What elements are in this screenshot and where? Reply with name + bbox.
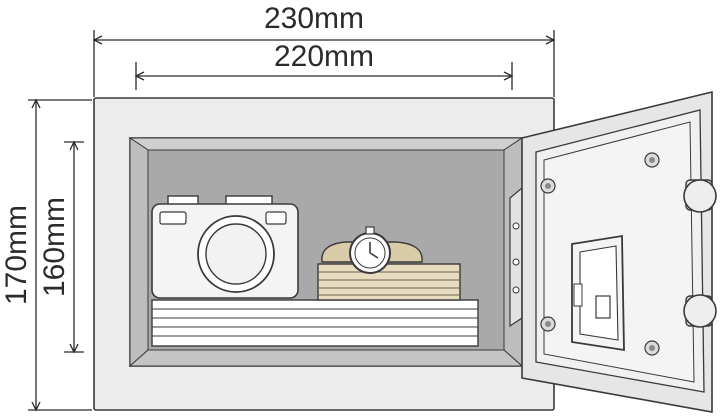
outer-height-label: 170mm bbox=[0, 205, 33, 305]
dimension-inner-width bbox=[134, 62, 514, 90]
outer-width-label: 230mm bbox=[264, 2, 364, 35]
camera-icon bbox=[151, 195, 299, 299]
door-screws bbox=[540, 152, 660, 356]
dimension-inner-height bbox=[64, 140, 84, 354]
inner-width-label: 220mm bbox=[274, 40, 374, 73]
lock-mechanism bbox=[571, 234, 625, 352]
locking-bolts bbox=[683, 179, 717, 328]
watch-icon bbox=[321, 226, 423, 274]
banknote-stack bbox=[317, 263, 461, 301]
dimension-outer-height bbox=[28, 98, 92, 412]
document-stack bbox=[151, 299, 479, 347]
inner-height-label: 160mm bbox=[38, 197, 71, 297]
dimension-outer-width bbox=[92, 30, 556, 97]
